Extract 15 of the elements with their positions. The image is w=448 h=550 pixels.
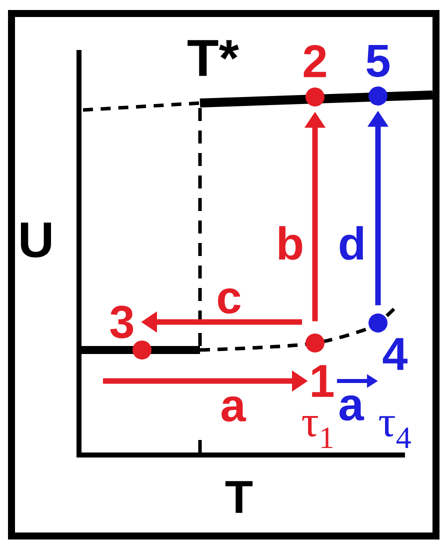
point-number: 1 [312,365,334,397]
edge-label: a [340,395,364,421]
axis-label: U [20,222,51,258]
edge-label: b [278,226,302,260]
edge-label: c [218,288,240,314]
axis-label: T [225,481,253,513]
symbol-label: τ$_{4}$ [379,416,411,448]
point-number: 2 [304,44,326,78]
edge-label: a [222,396,246,422]
point-number: 4 [382,338,408,370]
point-number: 5 [366,44,390,78]
point-number: 3 [110,306,134,338]
edge-label: d [340,226,363,260]
line-label: T* [188,40,239,76]
symbol-label: τ$_{1}$ [302,416,332,448]
